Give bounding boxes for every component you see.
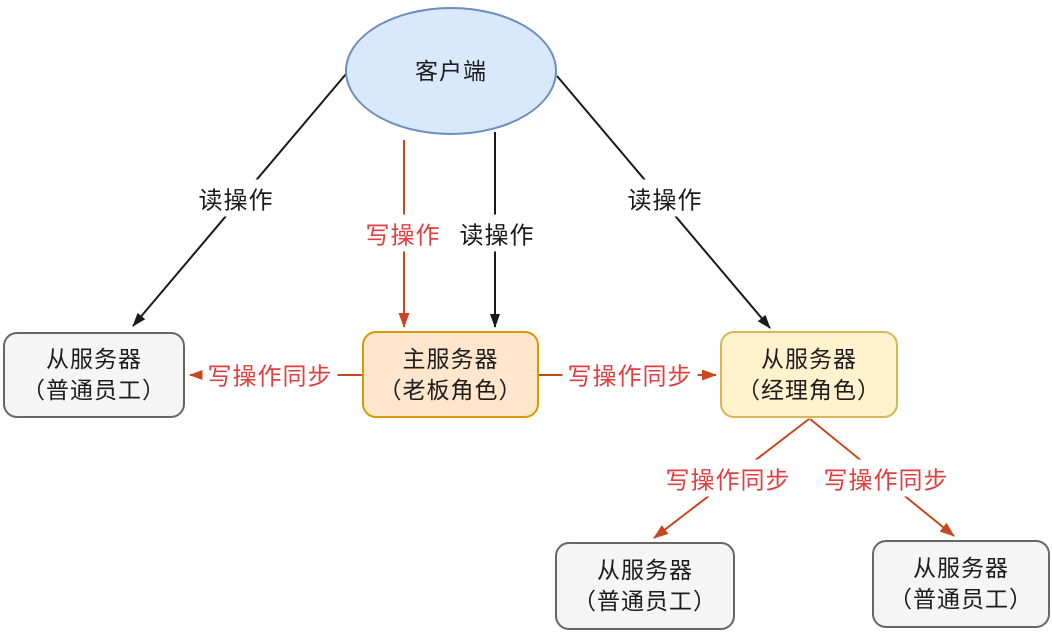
node-slave-left-line2: （普通员工） (22, 377, 166, 403)
node-slave-left: 从服务器 （普通员工） (3, 332, 185, 418)
node-slave-bottom-right-line1: 从服务器 (913, 555, 1009, 581)
edge-label-read-right: 读操作 (622, 179, 708, 217)
node-slave-left-line1: 从服务器 (46, 346, 142, 372)
edge-label-read-left: 读操作 (193, 179, 279, 217)
edge-label-sync-right: 写操作同步 (562, 355, 698, 393)
edge-label-sync-bottom-left: 写操作同步 (660, 459, 796, 497)
node-slave-manager: 从服务器 （经理角色） (720, 331, 898, 418)
edge-label-write-mid: 写操作 (360, 214, 446, 252)
edge-label-sync-left: 写操作同步 (202, 355, 338, 393)
node-client: 客户端 (345, 7, 557, 135)
edge-label-sync-bottom-right: 写操作同步 (818, 459, 954, 497)
node-client-label: 客户端 (415, 57, 487, 84)
node-slave-bottom-right-line2: （普通员工） (889, 586, 1033, 612)
node-slave-manager-line2: （经理角色） (737, 376, 881, 403)
edge-label-read-mid: 读操作 (454, 214, 540, 252)
node-slave-manager-line1: 从服务器 (761, 345, 857, 372)
node-slave-bottom-left-line1: 从服务器 (597, 557, 693, 583)
node-slave-bottom-right: 从服务器 （普通员工） (872, 540, 1050, 628)
node-master-line1: 主服务器 (402, 345, 499, 372)
node-slave-bottom-left-line2: （普通员工） (573, 588, 717, 614)
node-master-line2: （老板角色） (378, 376, 523, 403)
node-slave-bottom-left: 从服务器 （普通员工） (555, 542, 735, 630)
node-master: 主服务器 （老板角色） (362, 331, 539, 418)
